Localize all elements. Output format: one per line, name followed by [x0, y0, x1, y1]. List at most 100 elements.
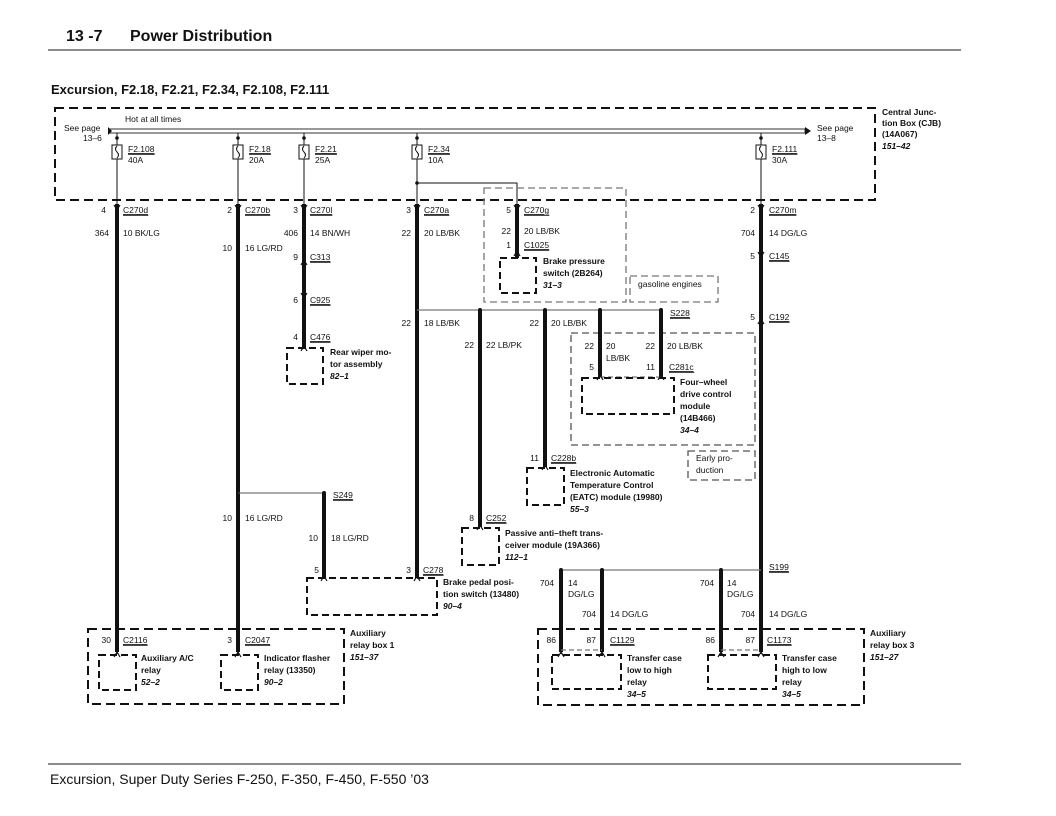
svg-text:20 LB/BK: 20 LB/BK [524, 226, 560, 236]
svg-text:9: 9 [293, 252, 298, 262]
circuit-f221: 3 C270l 406 14 BN/WH 9 C313 6 C925 4 C47… [284, 204, 350, 352]
four-wd-name-3: module [680, 401, 710, 411]
aux-box3-ref: 151–27 [870, 652, 900, 662]
svg-text:10: 10 [223, 243, 233, 253]
svg-text:22: 22 [402, 228, 412, 238]
svg-text:3: 3 [227, 635, 232, 645]
aux-relay-box-3 [537, 628, 865, 706]
fuse-rating: 40A [128, 155, 143, 165]
svg-text:DG/LG: DG/LG [568, 589, 594, 599]
fuse-icon [302, 145, 306, 159]
svg-text:16 LG/RD: 16 LG/RD [245, 513, 283, 523]
bus-label: Hot at all times [125, 114, 181, 124]
svg-text:5: 5 [589, 362, 594, 372]
svg-text:3: 3 [406, 205, 411, 215]
svg-text:90–2: 90–2 [264, 677, 283, 687]
rear-wiper-ref: 82–1 [330, 371, 349, 381]
svg-text:DG/LG: DG/LG [727, 589, 753, 599]
circuit-f234: 3 C270a 22 20 LB/BK S228 22 18 LB/BK 5 3… [314, 204, 691, 582]
svg-text:18 LB/BK: 18 LB/BK [424, 318, 460, 328]
svg-text:22: 22 [646, 341, 656, 351]
circuit-f2108: 4 C270d 364 10 BK/LG [95, 204, 160, 652]
fuse-f218: F2.18 20A [232, 133, 272, 204]
connector-arrow-icon [300, 292, 308, 300]
svg-text:C270g: C270g [524, 205, 549, 215]
four-wd-name-1: Four–wheel [680, 377, 727, 387]
cjb-box [54, 107, 876, 201]
svg-text:704: 704 [700, 578, 714, 588]
early-production-box [687, 450, 756, 481]
cjb-name-3: (14A067) [882, 129, 918, 139]
svg-text:18 LG/RD: 18 LG/RD [331, 533, 369, 543]
bpp-name-2: tion switch (13480) [443, 589, 519, 599]
diagram-subtitle: Excursion, F2.18, F2.21, F2.34, F2.108, … [51, 82, 329, 97]
svg-text:C313: C313 [310, 252, 331, 262]
svg-text:C476: C476 [310, 332, 331, 342]
svg-text:20 LB/BK: 20 LB/BK [551, 318, 587, 328]
circuit-brake-pressure: 5 C270g 22 20 LB/BK 1 C1025 [502, 204, 560, 258]
svg-text:22: 22 [530, 318, 540, 328]
bus-arrow-right-icon [805, 127, 811, 135]
pats-module-box [461, 527, 500, 566]
svg-text:30: 30 [102, 635, 112, 645]
svg-text:C270m: C270m [769, 205, 796, 215]
fuse-rating: 20A [249, 155, 264, 165]
svg-text:C145: C145 [769, 251, 790, 261]
rear-wiper-name-1: Rear wiper mo- [330, 347, 392, 357]
svg-text:16 LG/RD: 16 LG/RD [245, 243, 283, 253]
svg-text:8: 8 [469, 513, 474, 523]
early-note-1: Early pro- [696, 453, 733, 463]
circuit-f2111: 2 C270m 704 14 DG/LG 5 C145 5 C192 S199 … [540, 204, 807, 652]
svg-text:22: 22 [585, 341, 595, 351]
eatc-module-box [526, 467, 565, 506]
gasoline-note: gasoline engines [638, 279, 702, 289]
see-page-left-2: 13–6 [83, 133, 102, 143]
svg-text:20 LB/BK: 20 LB/BK [424, 228, 460, 238]
early-note-2: duction [696, 465, 724, 475]
fuse-f2111: F2.111 30A [755, 133, 798, 204]
indicator-flasher-relay: 3 C2047 Indicator flasher relay (13350) … [220, 629, 331, 691]
aux-box1-ref: 151–37 [350, 652, 380, 662]
svg-text:87: 87 [587, 635, 597, 645]
connector-arrow-icon [300, 258, 308, 266]
fuse-id: F2.21 [315, 144, 337, 154]
svg-text:14: 14 [727, 578, 737, 588]
svg-text:406: 406 [284, 228, 298, 238]
fuse-rating: 30A [772, 155, 787, 165]
connector-arrow-icon [113, 204, 121, 212]
svg-text:C270b: C270b [245, 205, 270, 215]
svg-text:3: 3 [293, 205, 298, 215]
svg-text:Transfer case: Transfer case [627, 653, 682, 663]
svg-text:22 LB/PK: 22 LB/PK [486, 340, 522, 350]
svg-text:14 BN/WH: 14 BN/WH [310, 228, 350, 238]
rear-wiper-name-2: tor assembly [330, 359, 383, 369]
svg-text:704: 704 [741, 609, 755, 619]
svg-text:86: 86 [706, 635, 716, 645]
fuse-id: F2.18 [249, 144, 271, 154]
power-bus [109, 128, 806, 134]
brake-pressure-switch-box [499, 257, 537, 294]
fuse-f221: F2.21 25A [298, 133, 338, 204]
svg-text:C270d: C270d [123, 205, 148, 215]
svg-text:high to low: high to low [782, 665, 827, 675]
brake-pressure-ref: 31–3 [543, 280, 562, 290]
svg-text:C270l: C270l [310, 205, 332, 215]
bpp-name-1: Brake pedal posi- [443, 577, 514, 587]
rear-wiper-motor-box [286, 347, 324, 385]
aux-box3-name-1: Auxiliary [870, 628, 906, 638]
svg-text:1: 1 [506, 240, 511, 250]
see-page-right-1: See page [817, 123, 854, 133]
svg-text:2: 2 [227, 205, 232, 215]
svg-text:relay: relay [141, 665, 161, 675]
brake-pressure-name-2: switch (2B264) [543, 268, 603, 278]
fuse-f2108: F2.108 40A [111, 133, 155, 204]
connector-arrow-icon [234, 204, 242, 212]
fuse-icon [759, 145, 763, 159]
pats-name-1: Passive anti–theft trans- [505, 528, 603, 538]
brake-pressure-enclosure [483, 187, 627, 303]
pats-name-2: ceiver module (19A366) [505, 540, 600, 550]
aux-box1-name-1: Auxiliary [350, 628, 386, 638]
svg-text:2: 2 [750, 205, 755, 215]
svg-text:C1129: C1129 [610, 635, 635, 645]
svg-text:34–5: 34–5 [782, 689, 801, 699]
